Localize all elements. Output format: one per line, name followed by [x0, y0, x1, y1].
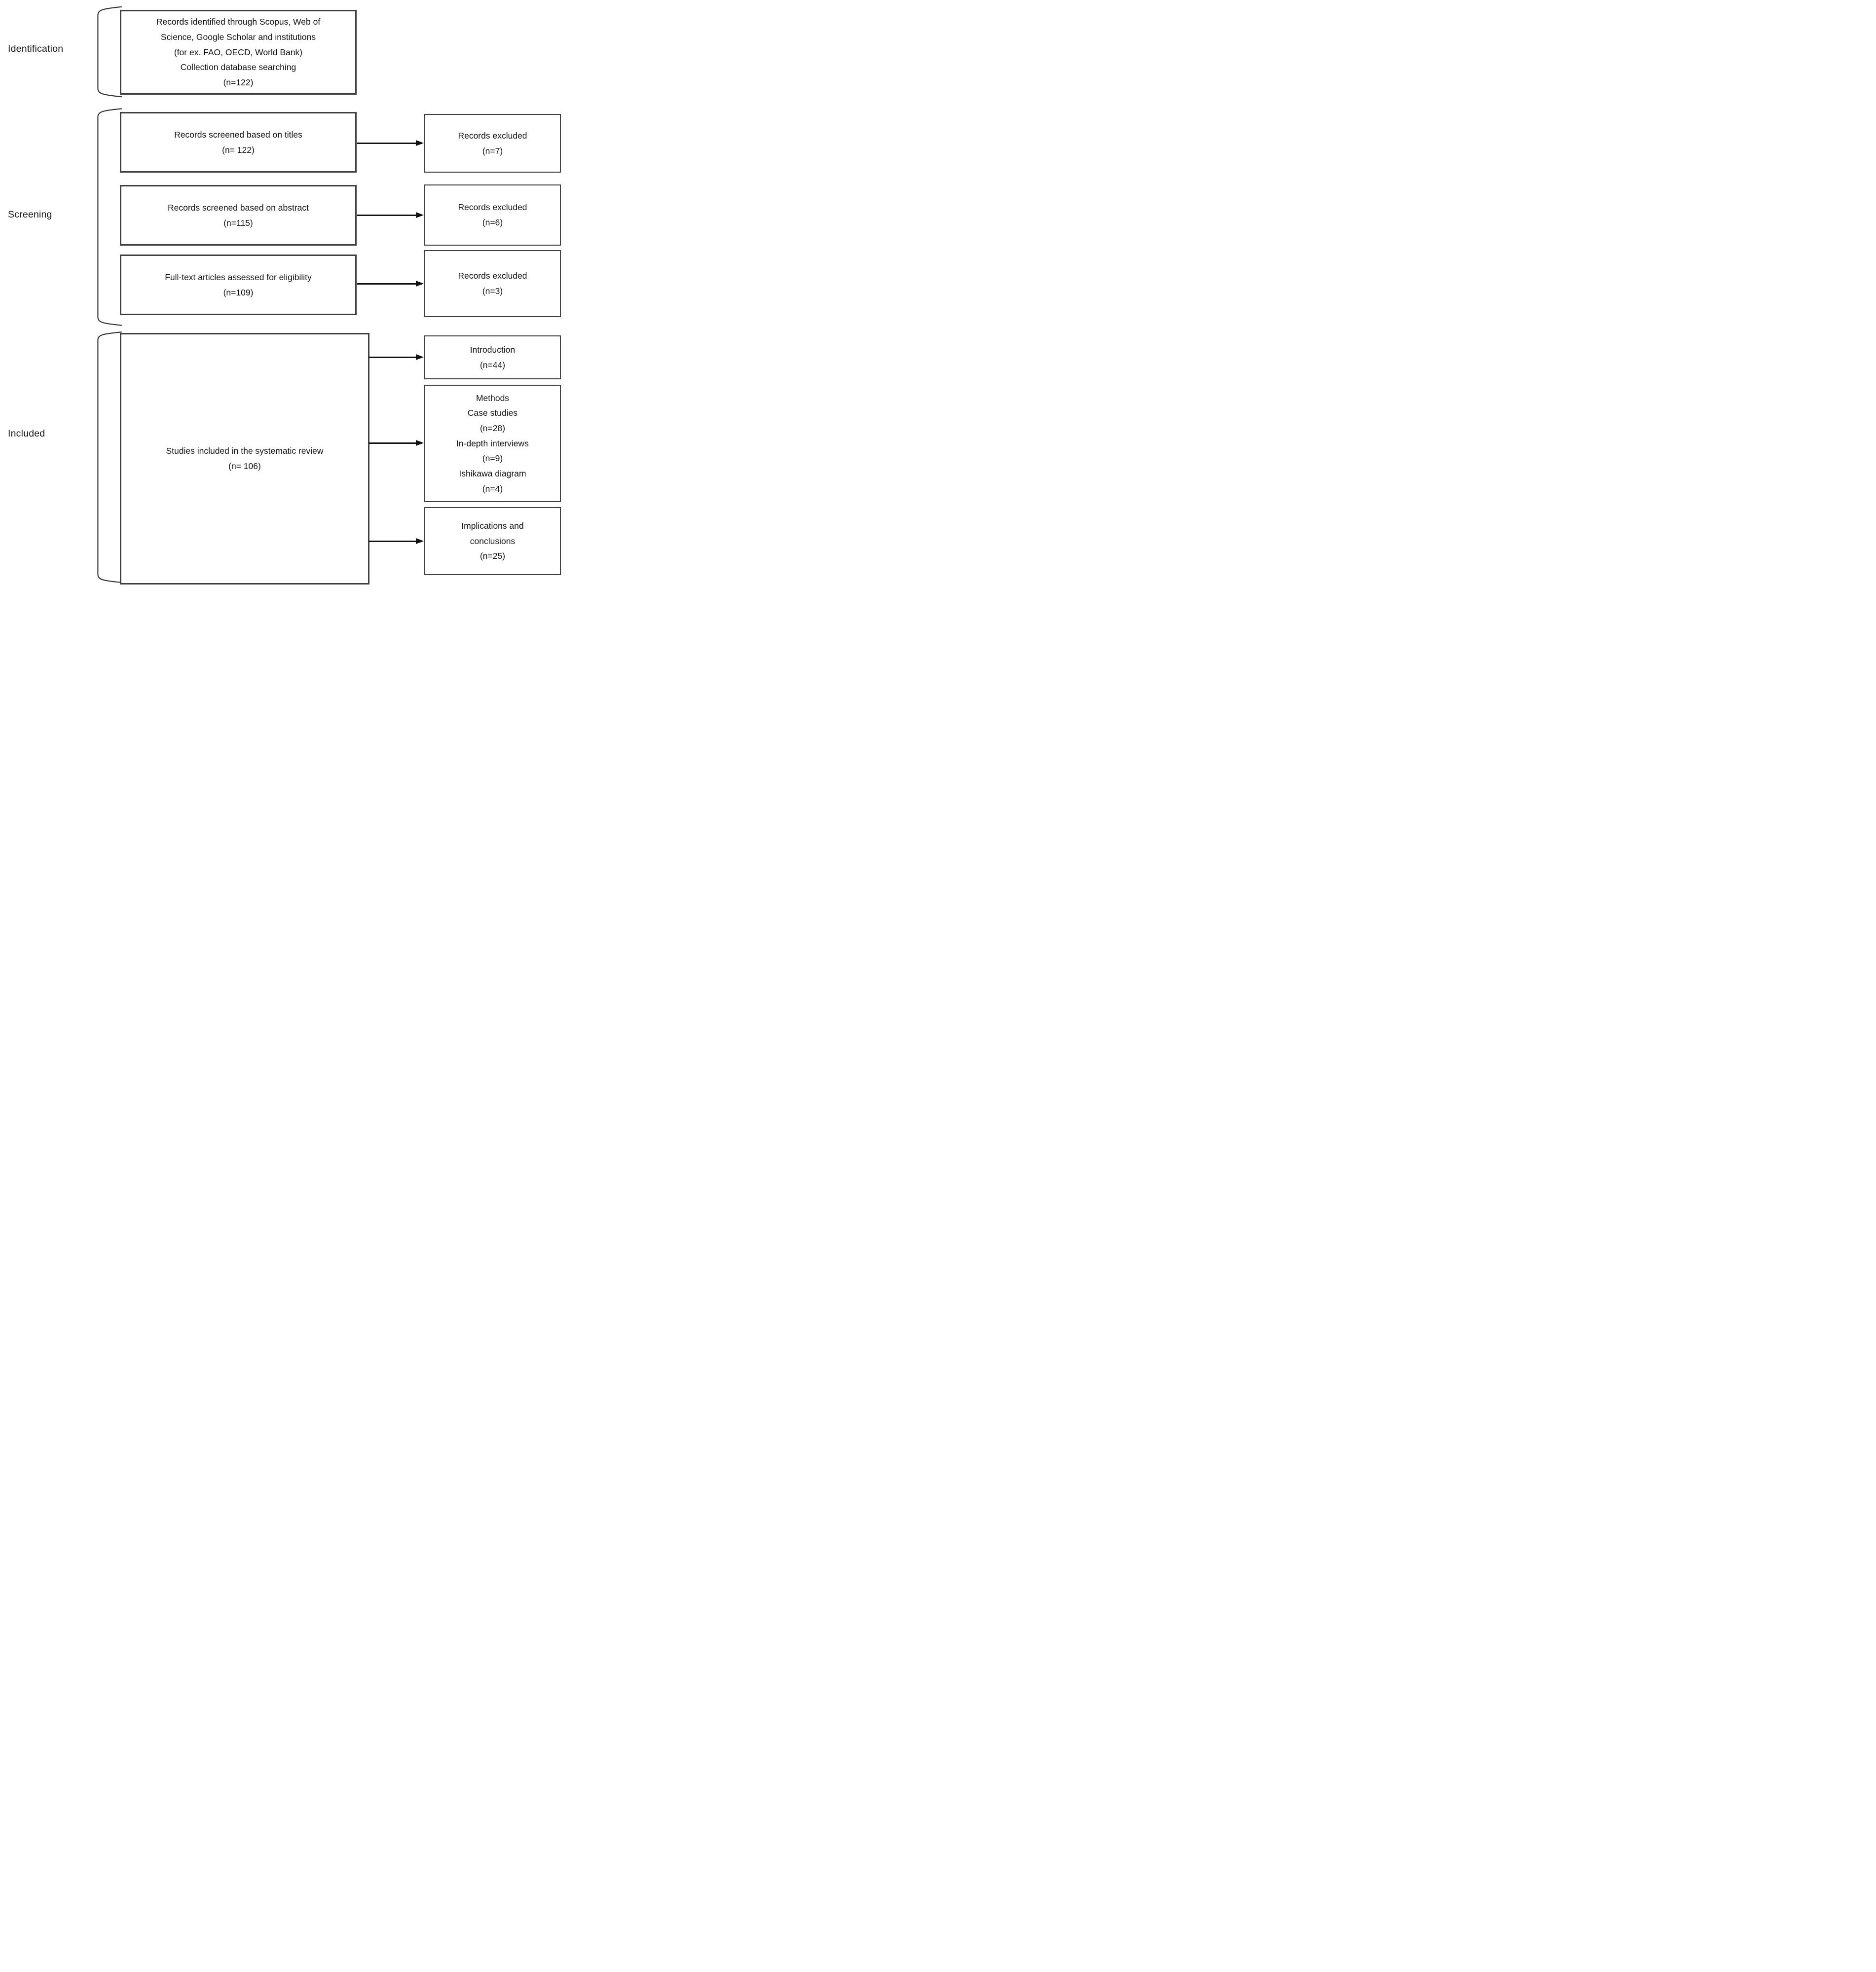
box-line: (n=25)	[479, 551, 506, 561]
box-line: (n=122)	[223, 77, 254, 87]
excluded-fulltext-box: Records excluded (n=3)	[424, 250, 561, 317]
box-line: (for ex. FAO, OECD, World Bank)	[174, 47, 303, 57]
arrow-methods	[369, 442, 422, 444]
box-line: Full-text articles assessed for eligibil…	[165, 272, 312, 282]
box-line: (n=28)	[479, 423, 506, 434]
box-line: Records excluded	[458, 202, 527, 213]
box-line: (n=3)	[482, 286, 503, 296]
included-bracket	[92, 329, 122, 585]
box-line: Records screened based on titles	[174, 129, 302, 140]
box-line: Ishikawa diagram	[459, 468, 526, 478]
arrow-fulltext-excluded	[357, 283, 422, 285]
implications-box: Implications and conclusions (n=25)	[424, 507, 561, 575]
identification-bracket	[92, 5, 122, 99]
arrow-titles-excluded	[357, 143, 422, 144]
box-line: Collection database searching	[180, 62, 296, 73]
stage-label-identification: Identification	[8, 43, 64, 54]
box-line: In-depth interviews	[456, 438, 529, 448]
included-studies-box: Studies included in the systematic revie…	[120, 333, 369, 584]
methods-box: Methods Case studies (n=28) In-depth int…	[424, 385, 561, 502]
box-line: (n=44)	[479, 360, 506, 370]
box-line: (n= 106)	[228, 461, 261, 471]
box-line: Records excluded	[458, 271, 527, 281]
box-line: (n=7)	[482, 146, 503, 156]
excluded-titles-box: Records excluded (n=7)	[424, 114, 561, 173]
box-line: Science, Google Scholar and institutions	[160, 32, 316, 42]
stage-label-screening: Screening	[8, 209, 52, 220]
box-line: Studies included in the systematic revie…	[166, 446, 324, 456]
screened-abstract-box: Records screened based on abstract (n=11…	[120, 185, 357, 246]
box-line: Records screened based on abstract	[168, 202, 309, 213]
box-line: conclusions	[470, 536, 515, 546]
box-line: (n= 122)	[222, 145, 255, 155]
box-line: Introduction	[470, 344, 515, 355]
box-line: (n=4)	[482, 483, 503, 494]
arrow-abstract-excluded	[357, 215, 422, 216]
arrow-implications	[369, 541, 422, 542]
box-line: (n=9)	[482, 453, 503, 464]
screening-bracket	[92, 107, 122, 328]
box-line: (n=109)	[223, 287, 254, 297]
box-line: Methods	[476, 393, 510, 403]
box-line: (n=6)	[482, 218, 503, 227]
screened-titles-box: Records screened based on titles (n= 122…	[120, 112, 357, 173]
excluded-abstract-box: Records excluded (n=6)	[424, 184, 561, 246]
fulltext-eligibility-box: Full-text articles assessed for eligibil…	[120, 255, 357, 315]
records-identified-box: Records identified through Scopus, Web o…	[120, 10, 357, 95]
prisma-flow-diagram: Identification Screening Included Record…	[0, 0, 563, 591]
arrow-introduction	[369, 357, 422, 358]
box-line: (n=115)	[223, 218, 253, 228]
introduction-box: Introduction (n=44)	[424, 335, 561, 379]
stage-label-included: Included	[8, 428, 45, 439]
box-line: Records identified through Scopus, Web o…	[156, 17, 321, 27]
box-line: Implications and	[461, 521, 524, 531]
box-line: Case studies	[467, 408, 518, 418]
box-line: Records excluded	[458, 130, 527, 141]
